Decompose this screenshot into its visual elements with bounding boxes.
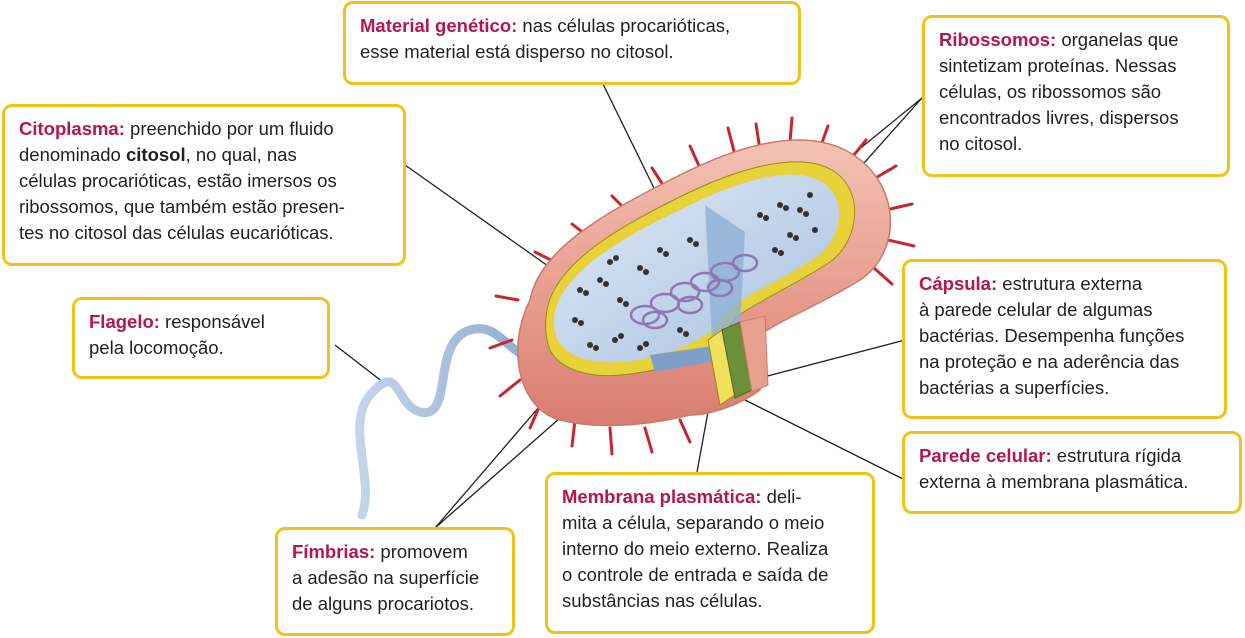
cytoplasm-area: [553, 174, 839, 363]
label-material-genetico: Material genético: nas células procariót…: [343, 1, 801, 85]
label-parede-celular: Parede celular: estrutura rígida externa…: [902, 431, 1242, 514]
fimbriae: [488, 116, 916, 456]
label-membrana-plasmatica: Membrana plasmática: deli- mita a célula…: [545, 472, 875, 634]
label-flagelo: Flagelo: responsável pela locomoção.: [72, 297, 330, 379]
term-flagelo: Flagelo:: [89, 311, 160, 332]
flagellum-icon: [355, 324, 557, 520]
label-citoplasma: Citoplasma: preenchido por um fluido den…: [2, 104, 406, 266]
label-capsula: Cápsula: estrutura externa à parede celu…: [902, 259, 1227, 419]
term-citoplasma: Citoplasma:: [19, 118, 125, 139]
ribosome-dots: [572, 192, 818, 351]
term-membrana-plasmatica: Membrana plasmática:: [562, 486, 762, 507]
term-fimbrias: Fímbrias:: [292, 541, 376, 562]
term-parede-celular: Parede celular:: [919, 445, 1052, 466]
term-ribossomos: Ribossomos:: [939, 29, 1057, 50]
label-fimbrias: Fímbrias: promovem a adesão na superfíci…: [275, 527, 515, 636]
label-ribossomos: Ribossomos: organelas que sintetizam pro…: [922, 15, 1230, 177]
term-capsula: Cápsula:: [919, 273, 998, 294]
term-material-genetico: Material genético:: [360, 15, 518, 36]
leader-lines: [334, 83, 923, 529]
dna-coil: [629, 253, 759, 330]
